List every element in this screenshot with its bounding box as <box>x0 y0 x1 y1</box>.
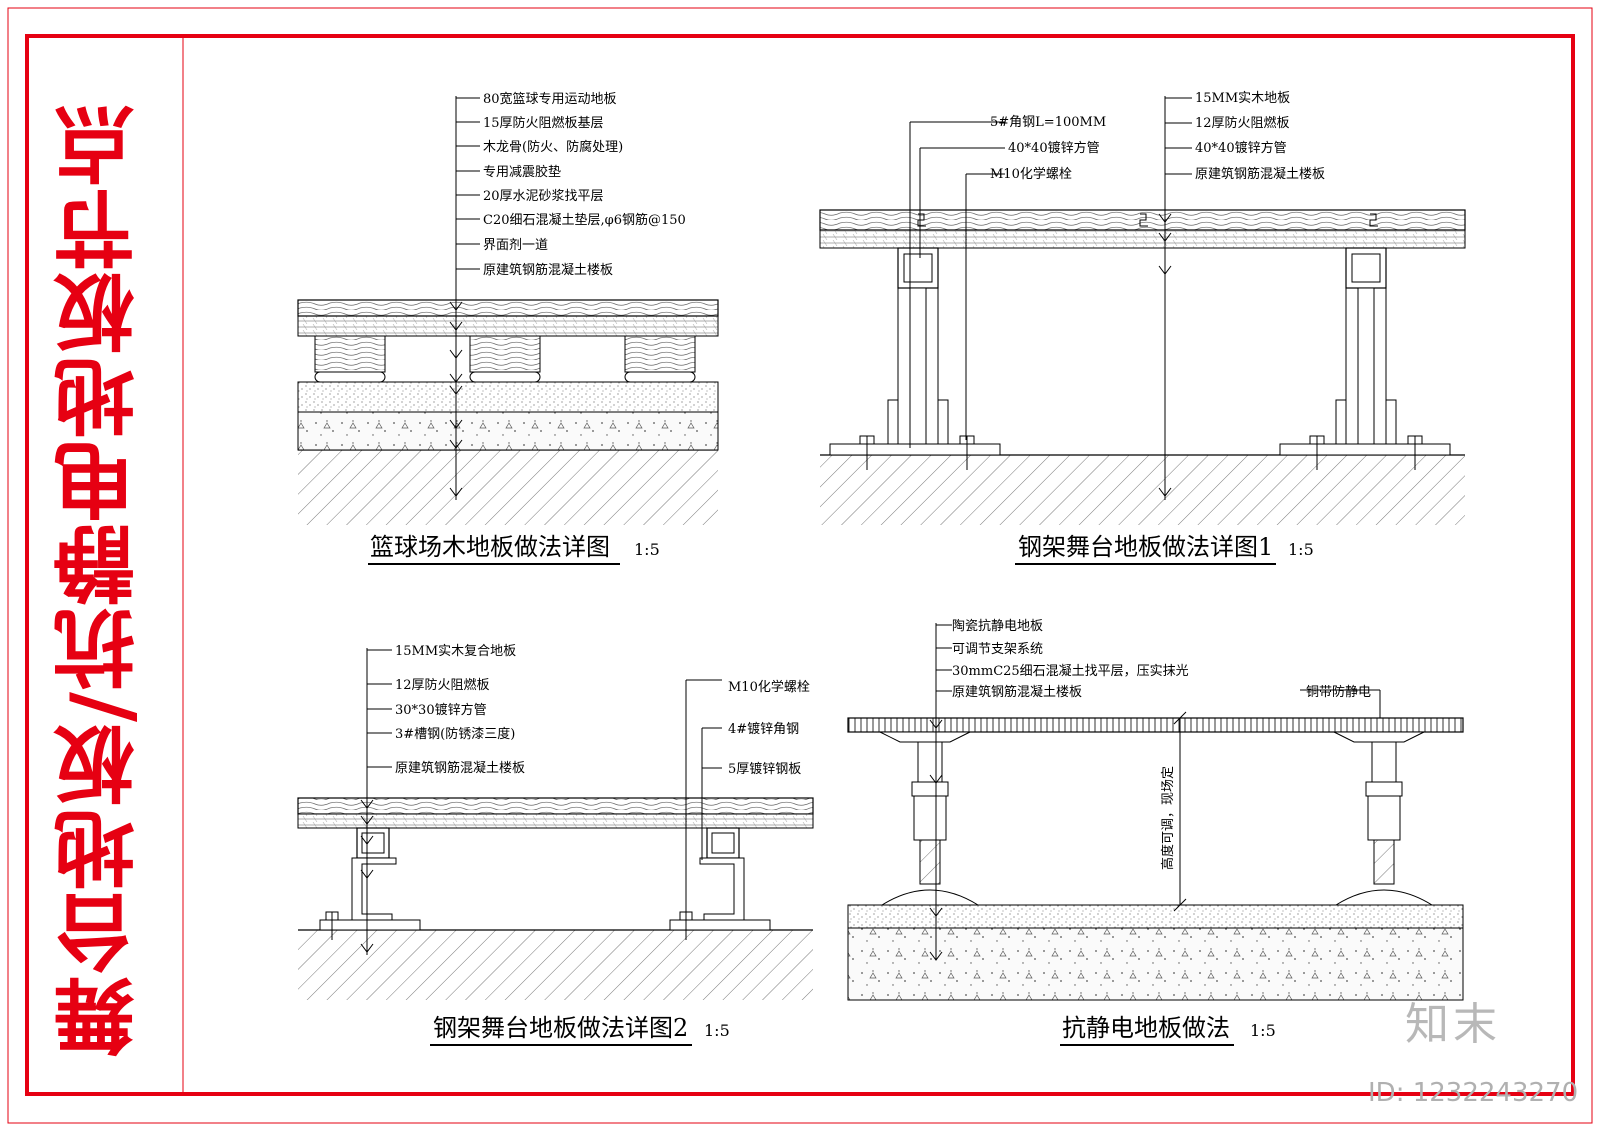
detail-anti-static-floor: 陶瓷抗静电地板 可调节支架系统 30mmC25细石混凝土找平层，压实抹光 原建筑… <box>847 618 1464 1046</box>
callout-label: 铜带防静电 <box>1306 684 1371 700</box>
sheet-title: 舞台地板/抗静电地板节点 <box>54 102 150 1058</box>
callout-label: 40*40镀锌方管 <box>1008 140 1100 156</box>
callout-label: 30*30镀锌方管 <box>395 702 487 718</box>
layer-label: 20厚水泥砂浆找平层 <box>483 189 604 204</box>
callout-label: 5#角钢L=100MM <box>990 115 1106 130</box>
callout-label: 原建筑钢筋混凝土楼板 <box>395 760 525 776</box>
layer-label: 界面剂一道 <box>483 238 548 253</box>
detail-scale: 1:5 <box>1250 1021 1276 1040</box>
detail-title: 篮球场木地板做法详图 <box>370 533 610 561</box>
layer-label: 80宽篮球专用运动地板 <box>483 91 617 107</box>
callout-label: M10化学螺栓 <box>728 679 810 695</box>
detail-title: 钢架舞台地板做法详图1 <box>1018 533 1273 561</box>
callout-label: 陶瓷抗静电地板 <box>952 618 1043 634</box>
layer-label: 原建筑钢筋混凝土楼板 <box>483 262 613 278</box>
layer-label: 15厚防火阻燃板基层 <box>483 115 604 131</box>
detail-title: 钢架舞台地板做法详图2 <box>433 1014 688 1042</box>
sheet-border <box>7 7 1593 1124</box>
callout-label: 12厚防火阻燃板 <box>395 677 490 693</box>
detail-scale: 1:5 <box>704 1021 730 1040</box>
callout-label: 12厚防火阻燃板 <box>1195 115 1290 131</box>
detail-basketball-floor: 80宽篮球专用运动地板 15厚防火阻燃板基层 木龙骨(防火、防腐处理) 专用减震… <box>297 91 719 565</box>
callout-label: 4#镀锌角钢 <box>728 721 799 737</box>
callout-label: 30mmC25细石混凝土找平层，压实抹光 <box>952 663 1189 679</box>
detail-title: 抗静电地板做法 <box>1062 1014 1230 1042</box>
callout-label: 可调节支架系统 <box>952 642 1043 657</box>
layer-label: 专用减震胶垫 <box>483 164 561 180</box>
layer-label: C20细石混凝土垫层,φ6钢筋@150 <box>483 212 686 228</box>
detail-steel-stage-floor-1: 5#角钢L=100MM 40*40镀锌方管 M10化学螺栓 15MM实木地板 1… <box>819 91 1466 565</box>
callout-label: 原建筑钢筋混凝土楼板 <box>1195 166 1325 182</box>
watermark-logo: 知末 <box>1405 999 1501 1050</box>
image-id-watermark: ID: 1232243270 <box>1368 1078 1579 1108</box>
callout-label: 3#槽钢(防锈漆三度) <box>395 726 515 742</box>
detail-scale: 1:5 <box>1288 540 1314 559</box>
callout-label: 40*40镀锌方管 <box>1195 140 1287 156</box>
callout-label: 原建筑钢筋混凝土楼板 <box>952 684 1082 700</box>
callout-label: 15MM实木地板 <box>1195 91 1290 106</box>
detail-scale: 1:5 <box>634 540 660 559</box>
callout-label: M10化学螺栓 <box>990 166 1072 182</box>
callout-label: 5厚镀锌钢板 <box>728 761 801 777</box>
callout-label: 15MM实木复合地板 <box>395 644 516 659</box>
layer-label: 木龙骨(防火、防腐处理) <box>483 139 623 155</box>
detail-steel-stage-floor-2: 15MM实木复合地板 12厚防火阻燃板 30*30镀锌方管 3#槽钢(防锈漆三度… <box>297 644 814 1046</box>
height-note: 高度可调，现场定 <box>1160 766 1176 870</box>
